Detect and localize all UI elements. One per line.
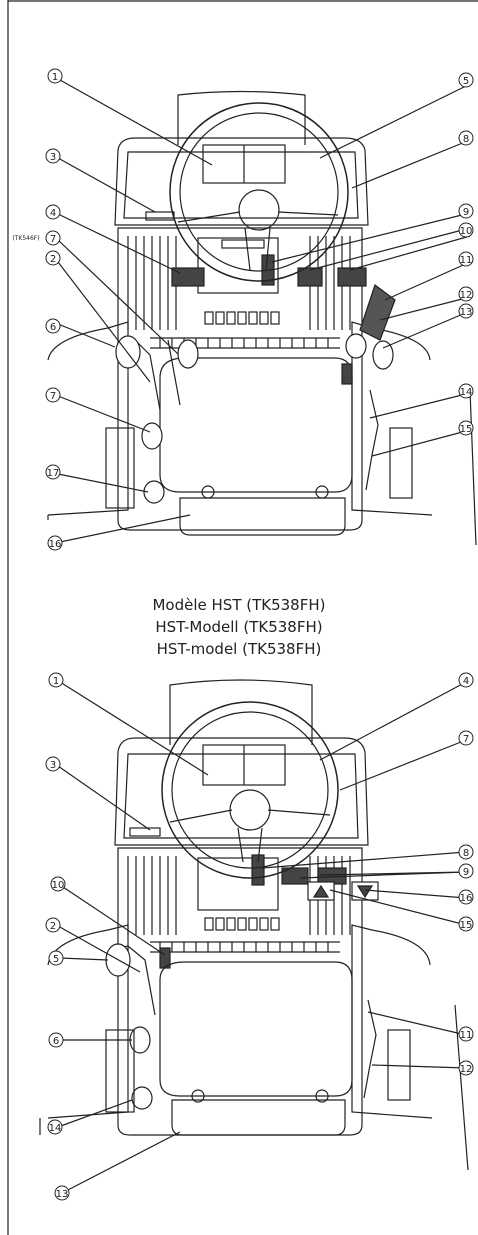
caption-line-1: Modèle HST (TK538FH): [152, 596, 326, 614]
callout-top-8: 8: [463, 134, 469, 145]
callout-bottom-16: 16: [460, 893, 473, 904]
callout-top-12: 12: [460, 290, 473, 301]
tractor-diagram-top: [47, 79, 477, 546]
callout-bottom-3: 3: [50, 760, 56, 771]
callout-bottom-12: 12: [460, 1064, 473, 1075]
callout-top-3: 3: [50, 152, 56, 163]
callouts-top: 1 5 3 8 4 7 9 10 2 11 12 6 13 7 14 15 17…: [12, 68, 474, 551]
callout-top-2: 2: [50, 254, 56, 265]
callout-top-6: 6: [50, 322, 56, 333]
callouts-bottom: 1 4 3 7 8 10 9 2 16 15 5 6 11 12 14 13: [45, 672, 474, 1201]
callout-bottom-2: 2: [50, 921, 56, 932]
caption-line-2: HST-Modell (TK538FH): [155, 618, 323, 636]
callout-bottom-11: 11: [460, 1030, 473, 1041]
variant-label: (TK546F): [12, 235, 39, 242]
callout-bottom-4: 4: [463, 676, 469, 687]
callout-top-1: 1: [52, 72, 58, 83]
callout-top-13: 13: [460, 307, 473, 318]
callout-bottom-9: 9: [463, 867, 469, 878]
callout-bottom-6: 6: [53, 1036, 59, 1047]
callout-bottom-5: 5: [53, 954, 59, 965]
callout-bottom-7: 7: [463, 734, 469, 745]
caption-line-3: HST-model (TK538FH): [156, 640, 322, 658]
tractor-diagram-bottom: [39, 679, 469, 1193]
callout-bottom-10: 10: [52, 880, 65, 891]
callout-bottom-13: 13: [56, 1189, 69, 1200]
callout-top-4: 4: [50, 208, 56, 219]
callout-top-7b: 7: [50, 391, 56, 402]
callout-bottom-1: 1: [53, 676, 59, 687]
callout-bottom-8: 8: [463, 848, 469, 859]
callout-top-9: 9: [463, 207, 469, 218]
callout-top-16: 16: [49, 539, 62, 550]
callout-top-11: 11: [460, 255, 473, 266]
callout-top-5: 5: [463, 76, 469, 87]
callout-top-15: 15: [460, 424, 473, 435]
callout-bottom-15: 15: [460, 920, 473, 931]
callout-top-10: 10: [460, 226, 473, 237]
callout-bottom-14: 14: [49, 1123, 62, 1134]
callout-top-17: 17: [47, 468, 60, 479]
callout-top-7a: 7: [50, 234, 56, 245]
callout-top-14: 14: [460, 387, 473, 398]
